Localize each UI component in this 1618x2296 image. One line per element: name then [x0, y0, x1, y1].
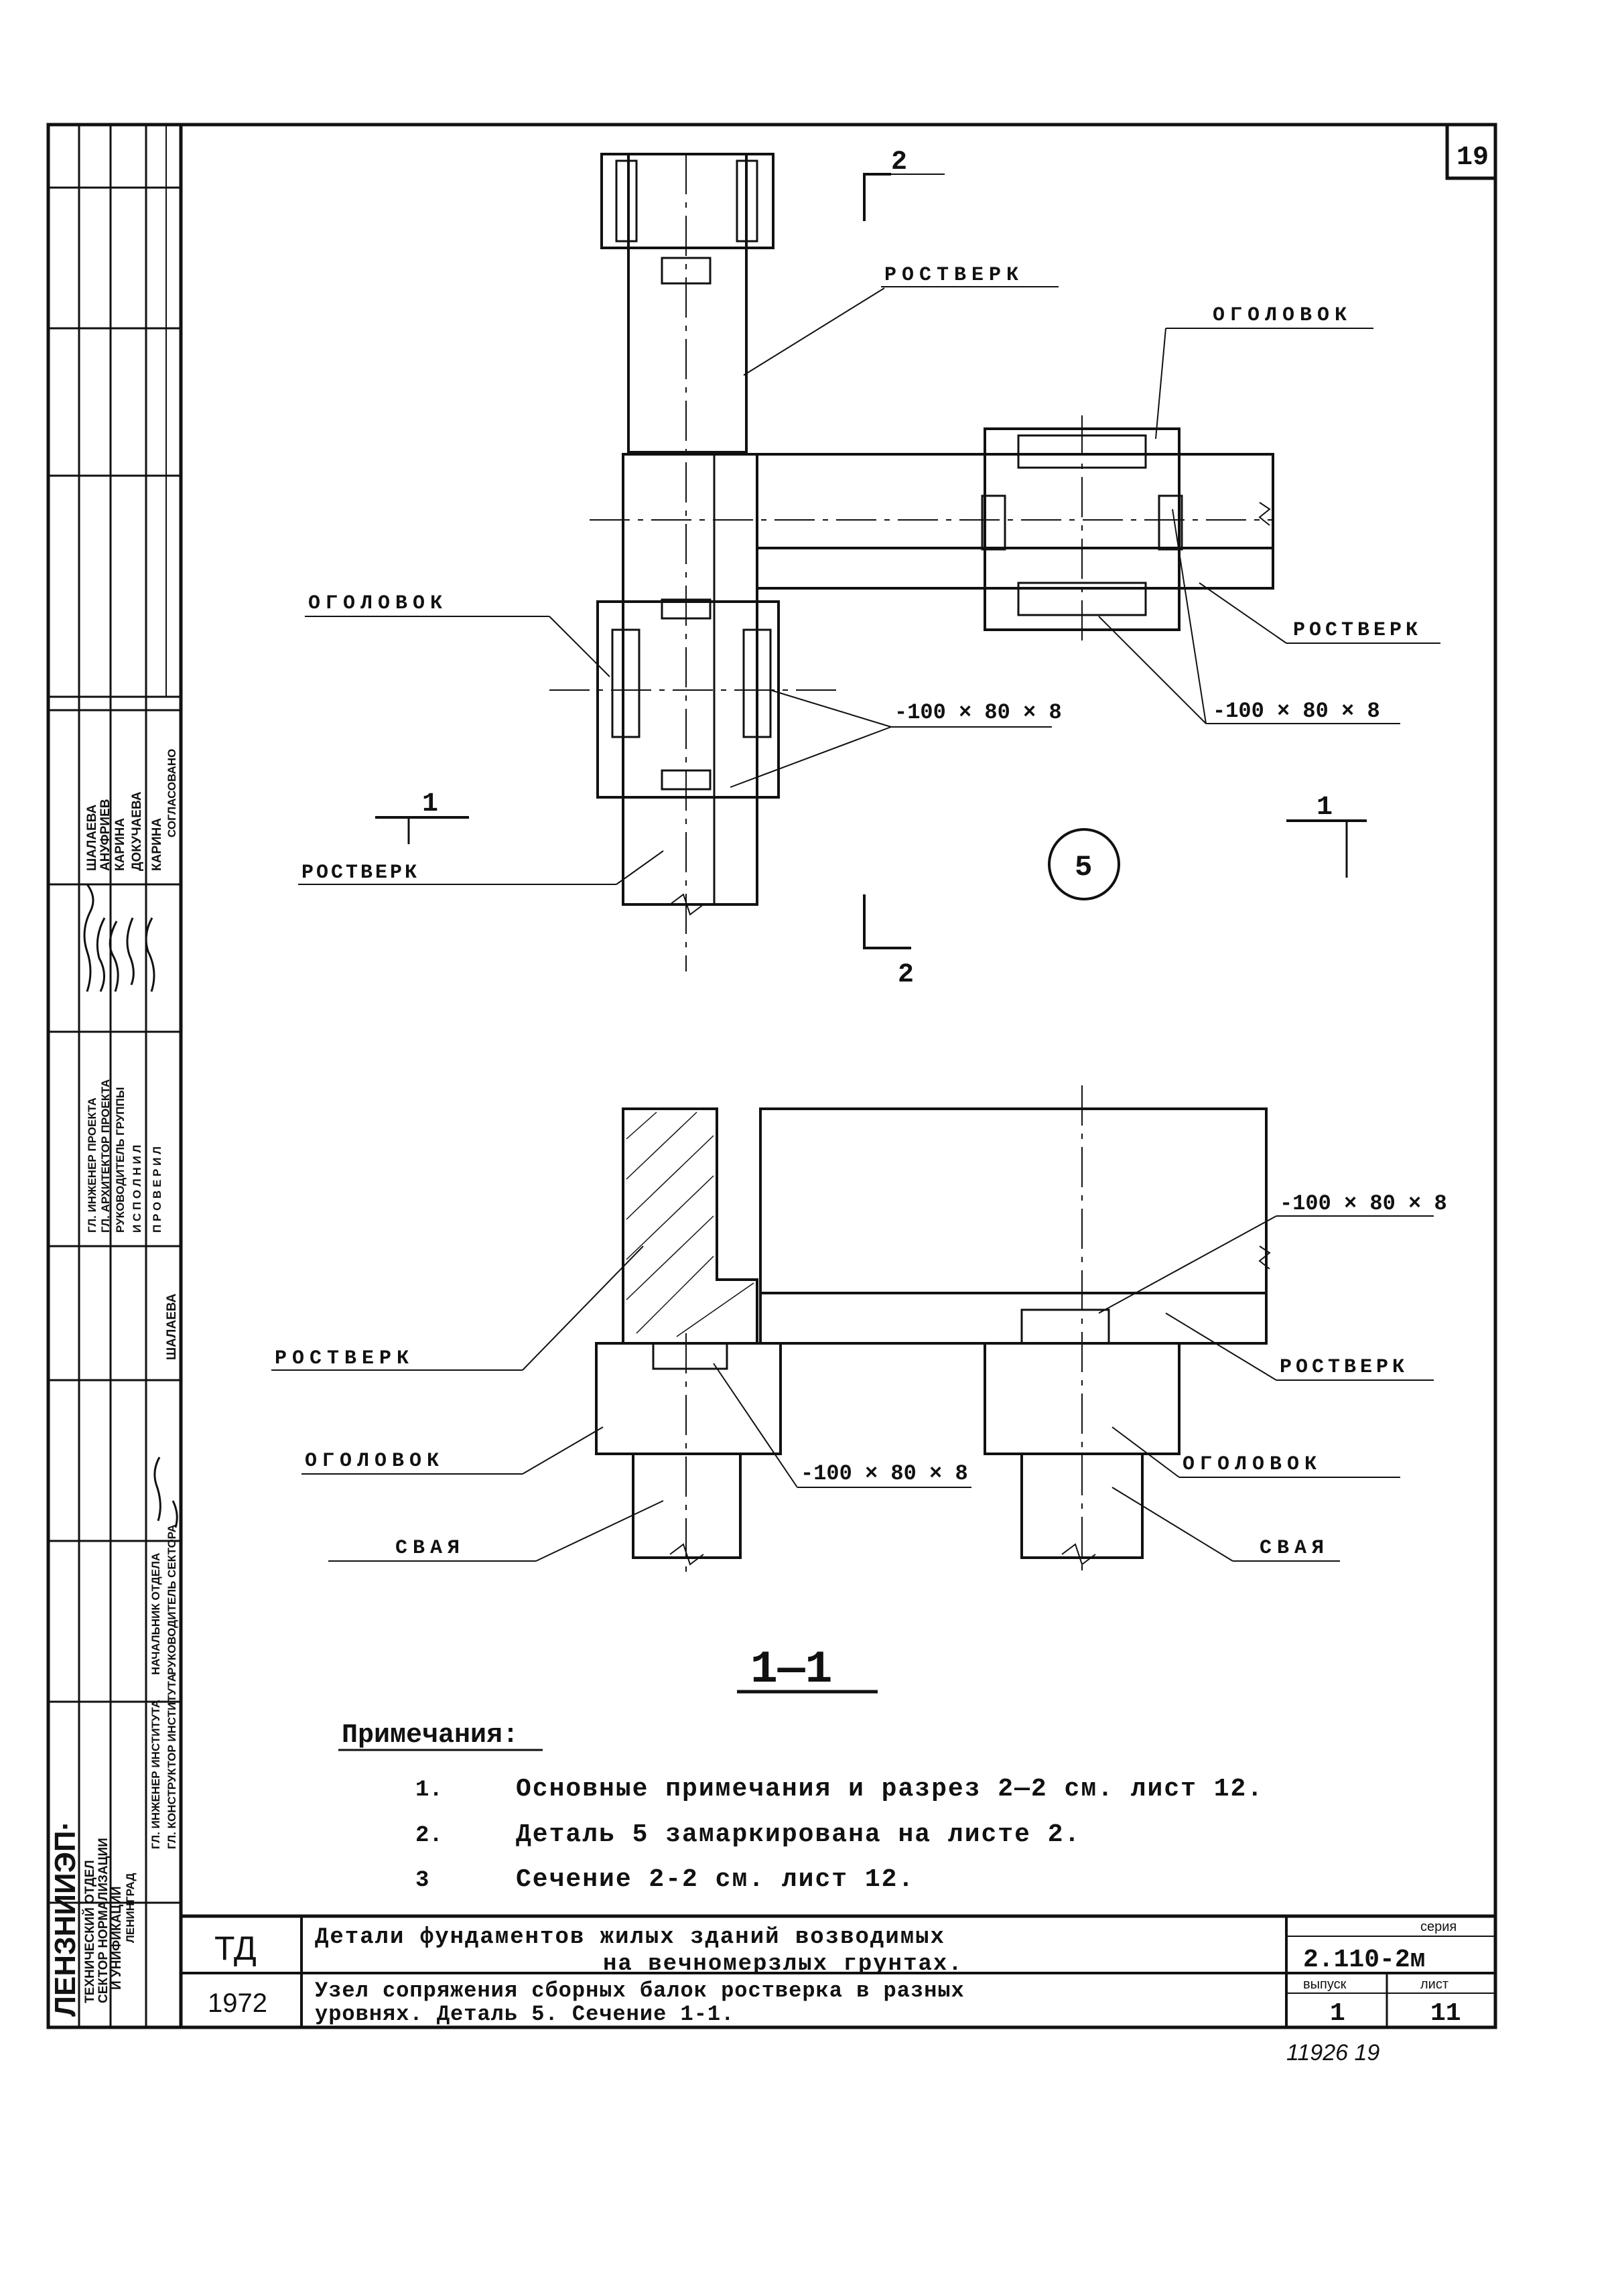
stamp-org: ЛЕНЗНИИЭП· — [49, 1821, 82, 2017]
tb-sheet-value: 11 — [1430, 1999, 1461, 2028]
tb-issue-value: 1 — [1330, 1999, 1345, 2028]
detail-number: 5 — [1075, 851, 1092, 884]
tb-series-value: 2.110-2м — [1303, 1946, 1425, 1974]
section-view — [522, 1085, 1277, 1574]
signatures — [83, 884, 178, 1528]
tb-subtitle-line1: Узел сопряжения сборных балок ростверка … — [315, 1978, 965, 2003]
section-label-rostverk-left: РОСТВЕРК — [275, 1347, 414, 1370]
note-1-num: 1. — [415, 1777, 443, 1803]
notes-heading: Примечания: — [342, 1720, 519, 1751]
stamp-dept1: ТЕХНИЧЕСКИЙ ОТДЕЛ — [82, 1860, 97, 2003]
tb-title-line2: на вечномерзлых грунтах. — [603, 1952, 963, 1977]
tb-sheet-label: лист — [1420, 1977, 1448, 1992]
section-label-svaya-left: СВАЯ — [395, 1537, 465, 1560]
stamp-name-1: ШАЛАЕВА — [85, 804, 99, 871]
plan-section-mark-bottom: 2 — [898, 960, 914, 990]
section-label-rostverk-right: РОСТВЕРК — [1280, 1356, 1408, 1379]
note-2-num: 2. — [415, 1823, 443, 1848]
section-label-plate-bottom: -100 × 80 × 8 — [801, 1461, 968, 1486]
side-stamp — [48, 125, 181, 2027]
plan-label-plate-left: -100 × 80 × 8 — [894, 700, 1062, 725]
stamp-name-5: КАРИНА — [150, 818, 164, 871]
section-label-ogolovok-right: ОГОЛОВОК — [1183, 1453, 1322, 1476]
tb-year: 1972 — [208, 1988, 267, 2018]
stamp-role-9: П Р О В Е Р И Л — [151, 1146, 163, 1233]
plan-section-mark-top: 2 — [891, 147, 907, 178]
note-2-text: Деталь 5 замаркирована на листе 2. — [516, 1820, 1081, 1849]
stamp-dept3: И УНИФИКАЦИИ — [110, 1886, 124, 1990]
plan-label-ogolovok-right: ОГОЛОВОК — [1213, 304, 1352, 327]
sheet-frame — [46, 123, 1497, 2029]
archive-number: 11926 19 — [1286, 2040, 1379, 2066]
plan-section-mark-right: 1 — [1317, 793, 1333, 823]
stamp-name-4: ДОКУЧАЕВА — [130, 791, 144, 871]
plan-label-plate-right: -100 × 80 × 8 — [1213, 699, 1380, 724]
stamp-role-5: ГЛ. ИНЖЕНЕР ПРОЕКТА — [86, 1097, 98, 1233]
stamp-role-4: РУКОВОДИТЕЛЬ СЕКТОРА — [165, 1524, 178, 1675]
stamp-role-6: ГЛ. АРХИТЕКТОР ПРОЕКТА — [99, 1079, 112, 1233]
stamp-role-3: НАЧАЛЬНИК ОТДЕЛА — [149, 1553, 162, 1675]
note-3-text: Сечение 2-2 см. лист 12. — [516, 1865, 915, 1894]
plan-section-mark-left: 1 — [422, 789, 438, 819]
stamp-role-1: ГЛ. ИНЖЕНЕР ИНСТИТУТА — [149, 1700, 162, 1849]
stamp-header-name: ШАЛАЕВА — [165, 1293, 179, 1360]
stamp-dept2: СЕКТОР НОРМАЛИЗАЦИИ — [96, 1838, 111, 2003]
stamp-name-3: КАРИНА — [113, 818, 127, 871]
note-1-text: Основные примечания и разрез 2—2 см. лис… — [516, 1775, 1264, 1804]
tb-series-label: серия — [1420, 1919, 1457, 1934]
tb-subtitle-line2: уровнях. Деталь 5. Сечение 1-1. — [315, 2002, 734, 2027]
plan-view — [375, 153, 1367, 971]
plan-label-rostverk-right: РОСТВЕРК — [1293, 619, 1422, 642]
plan-label-rostverk-top: РОСТВЕРК — [884, 264, 1024, 287]
plan-label-rostverk-left: РОСТВЕРК — [301, 862, 419, 884]
note-3-num: 3 — [415, 1868, 429, 1893]
stamp-role-7: РУКОВОДИТЕЛЬ ГРУППЫ — [114, 1087, 127, 1233]
stamp-agreed: СОГЛАСОВАНО — [165, 749, 178, 837]
sheet-number: 19 — [1457, 143, 1489, 173]
section-label-svaya-right: СВАЯ — [1260, 1537, 1329, 1560]
stamp-role-8: И С П О Л Н И Л — [131, 1145, 143, 1233]
tb-issue-label: выпуск — [1303, 1977, 1347, 1992]
section-label-ogolovok-left: ОГОЛОВОК — [305, 1450, 444, 1473]
tb-code: ТД — [214, 1930, 257, 1967]
tb-title-line1: Детали фундаментов жилых зданий возводим… — [315, 1925, 945, 1950]
stamp-dept4: ЛЕНИНГРАД — [124, 1873, 137, 1943]
plan-label-ogolovok-left: ОГОЛОВОК — [308, 592, 448, 615]
title-block — [181, 1914, 1495, 2027]
stamp-role-2: ГЛ. КОНСТРУКТОР ИНСТИТУТА — [165, 1674, 178, 1849]
section-title: 1—1 — [750, 1644, 832, 1696]
section-label-plate-top: -100 × 80 × 8 — [1280, 1191, 1447, 1216]
stamp-name-2: АНУФРИЕВ — [98, 799, 113, 871]
